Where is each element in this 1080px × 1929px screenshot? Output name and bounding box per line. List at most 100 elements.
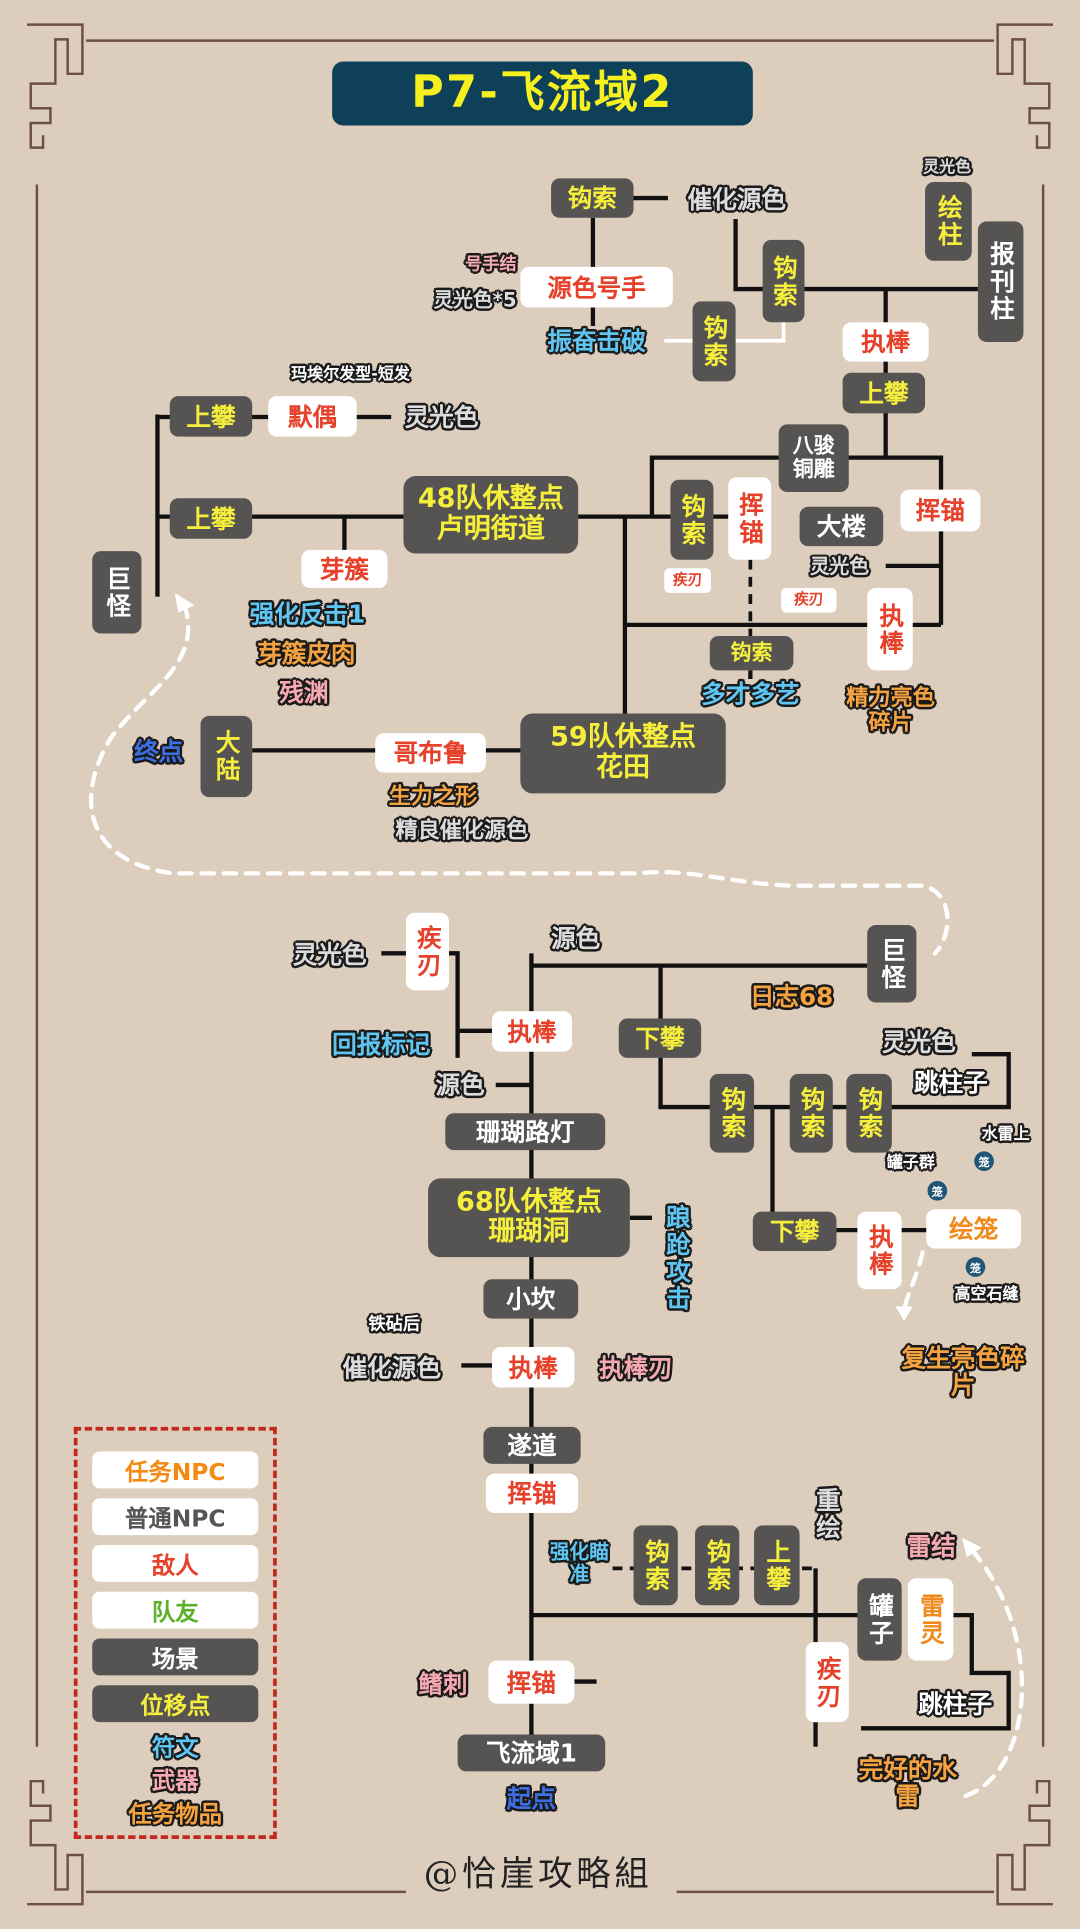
rest-point-48: 48队休整点 卢明街道 xyxy=(403,476,579,554)
rest-point-68: 68队休整点 珊瑚洞 xyxy=(428,1178,630,1258)
hook-node: 钩索 xyxy=(633,1525,678,1606)
rune-counter: 强化反击1 xyxy=(249,598,366,628)
repaint-npc: 重绘 xyxy=(811,1487,842,1542)
stick-enemy: 执棒 xyxy=(867,587,913,671)
blade-enemy: 疾刃 xyxy=(664,568,711,593)
glow-reward: 灵光色*5 xyxy=(433,288,517,312)
legend-normal-npc: 普通NPC xyxy=(92,1498,259,1536)
cage-icon: 笼 xyxy=(927,1180,948,1201)
rest-point-name: 59队休整点 xyxy=(550,722,697,754)
stick-enemy: 执棒 xyxy=(492,1346,575,1388)
rest-point-location: 珊瑚洞 xyxy=(488,1216,570,1248)
legend-quest-item: 任务物品 xyxy=(128,1800,223,1828)
source-npc: 源色 xyxy=(551,923,601,954)
horn-enemy: 源色号手 xyxy=(520,266,673,308)
horn-knot-weapon: 号手结 xyxy=(464,254,517,275)
rune-aim: 强化瞄准 xyxy=(549,1540,609,1586)
rune-stagger: 踉跄攻击 xyxy=(661,1204,692,1313)
legend-rune: 符文 xyxy=(151,1733,199,1761)
legend-move-point: 位移点 xyxy=(92,1685,259,1723)
hook-node: 钩索 xyxy=(709,1073,755,1153)
goblu-enemy: 哥布鲁 xyxy=(375,733,486,773)
hook-node: 钩索 xyxy=(846,1073,892,1153)
rest-point-location: 卢明街道 xyxy=(436,513,545,545)
stick-enemy: 执棒 xyxy=(842,322,929,362)
news-pillar-scene: 报刊柱 xyxy=(977,221,1024,342)
glow-npc: 灵光色 xyxy=(292,939,367,970)
high-crack-label: 高空石缝 xyxy=(954,1285,1019,1305)
blade-enemy: 疾刃 xyxy=(805,1642,849,1723)
blade-enemy: 疾刃 xyxy=(405,912,449,991)
form-item: 生力之形 xyxy=(388,783,478,809)
revive-shard-item: 复生亮色碎片 xyxy=(901,1342,1025,1400)
legend-weapon: 武器 xyxy=(151,1767,199,1795)
rest-point-name: 68队休整点 xyxy=(455,1186,602,1218)
cage-icon: 笼 xyxy=(974,1151,994,1172)
paint-cage-enemy: 绘笼 xyxy=(926,1209,1021,1249)
stick-blade-weapon: 执棒刃 xyxy=(599,1353,673,1383)
watermark: @恰崖攻略組 xyxy=(423,1853,653,1895)
legend-enemy: 敌人 xyxy=(92,1545,259,1582)
descend-node: 下攀 xyxy=(618,1018,702,1058)
glow-npc: 灵光色 xyxy=(404,401,479,432)
end-point-label: 终点 xyxy=(134,736,184,767)
catalyst-npc: 催化源色 xyxy=(687,183,787,214)
anchor-enemy: 挥锚 xyxy=(488,1660,575,1704)
glow-npc: 灵光色 xyxy=(810,555,870,579)
blade-enemy: 疾刃 xyxy=(781,587,837,613)
legend-quest-npc: 任务NPC xyxy=(92,1451,259,1489)
rune-report: 回报标记 xyxy=(332,1029,431,1060)
hook-node: 钩索 xyxy=(709,635,794,671)
anchor-enemy: 挥锚 xyxy=(485,1473,579,1514)
legend-scene: 场景 xyxy=(92,1638,259,1676)
puppet-enemy: 默偶 xyxy=(268,396,357,437)
decorative-frame xyxy=(27,23,1053,1906)
glow-npc: 灵光色 xyxy=(881,1027,956,1057)
jump-pillar-label: 跳柱子 xyxy=(918,1688,993,1719)
hook-node: 钩索 xyxy=(762,239,805,323)
coral-lamp-scene: 珊瑚路灯 xyxy=(445,1113,606,1151)
thunder-spirit-enemy: 雷灵 xyxy=(907,1578,954,1661)
stick-enemy: 执棒 xyxy=(492,1011,572,1052)
ridge-scene: 小坎 xyxy=(483,1279,579,1319)
rest-point-location: 花田 xyxy=(595,752,651,783)
sprout-enemy: 芽簇 xyxy=(301,549,388,588)
climb-node: 上攀 xyxy=(842,372,926,414)
flesh-item: 芽簇皮肉 xyxy=(257,638,356,668)
continent-node: 大陆 xyxy=(200,715,253,798)
glow-npc: 灵光色 xyxy=(923,158,972,177)
boss-scene: 巨怪 xyxy=(867,925,917,1003)
building-scene: 大楼 xyxy=(799,506,884,547)
hook-node: 钩索 xyxy=(670,479,714,560)
legend-ally: 队友 xyxy=(92,1591,259,1629)
page-title: P7-飞流域2 xyxy=(332,61,753,126)
jar-scene: 罐子 xyxy=(857,1578,902,1661)
mine-up-label: 水雷上 xyxy=(981,1125,1030,1144)
hook-node: 钩索 xyxy=(695,1525,740,1606)
catalyst-npc: 催化源色 xyxy=(342,1353,441,1383)
bronze-statue-scene: 八骏铜雕 xyxy=(778,424,849,493)
boss-scene: 巨怪 xyxy=(92,551,142,634)
start-point-label: 起点 xyxy=(506,1783,557,1814)
anvil-label: 铁砧后 xyxy=(368,1314,421,1335)
descend-node: 下攀 xyxy=(752,1211,837,1252)
shard-item: 精力亮色碎片 xyxy=(846,685,935,736)
intact-mine-item: 完好的水雷 xyxy=(858,1754,958,1811)
hook-node: 钩索 xyxy=(789,1073,833,1153)
climb-node: 上攀 xyxy=(169,396,253,437)
cage-icon: 笼 xyxy=(965,1257,986,1277)
hook-node: 钩索 xyxy=(551,178,634,218)
log-item: 日志68 xyxy=(749,981,834,1012)
jars-label: 罐子群 xyxy=(886,1154,935,1173)
fin-weapon: 鳍刺 xyxy=(418,1669,468,1699)
jump-pillar-label: 跳柱子 xyxy=(913,1067,988,1098)
domain1-scene: 飞流域1 xyxy=(457,1734,606,1772)
climb-node: 上攀 xyxy=(169,498,253,539)
rune-break: 振奋击破 xyxy=(547,325,646,356)
climb-node: 上攀 xyxy=(754,1525,800,1606)
source-npc: 源色 xyxy=(435,1069,485,1100)
hook-node: 钩索 xyxy=(692,301,736,382)
rest-point-name: 48队休整点 xyxy=(417,483,564,515)
paint-pillar-node: 绘柱 xyxy=(925,182,972,261)
